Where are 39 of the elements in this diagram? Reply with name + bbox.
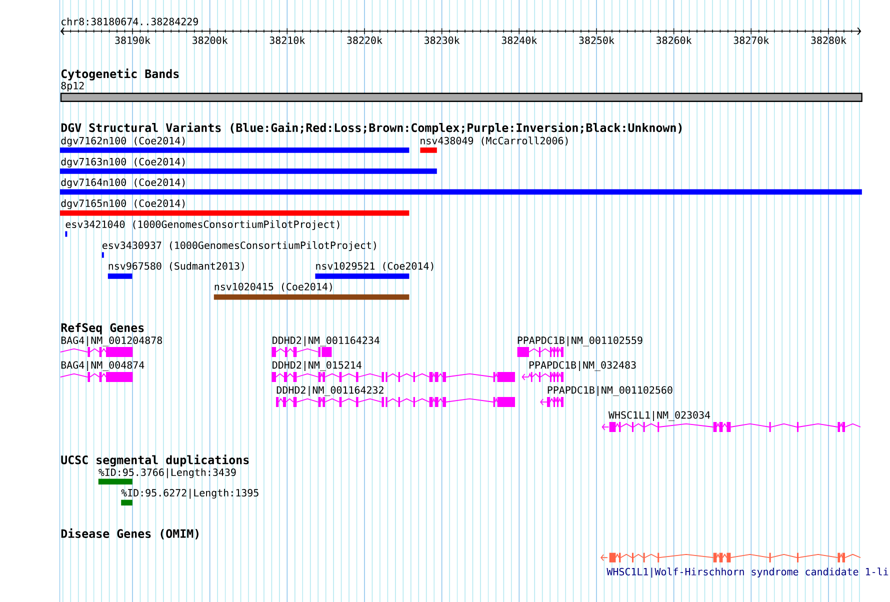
gene-label: PPAPDC1B|NM_001102559 (518, 336, 642, 346)
tick-label: 38280k (811, 36, 846, 44)
variant-label: nsv438049 (McCarroll2006) (420, 136, 568, 146)
coordinate-label: chr8:38180674..38284229 (62, 18, 198, 26)
tick-label: 38240k (502, 36, 537, 44)
tick-label: 38250k (579, 36, 614, 44)
tick-label: 38260k (656, 36, 692, 44)
variant-label: dgv7164n100 (Coe2014) (61, 178, 185, 188)
variant-label: dgv7162n100 (Coe2014) (61, 136, 185, 146)
variant-label: nsv967580 (Sudmant2013) (108, 262, 244, 271)
variant-label: esv3430937 (1000GenomesConsortiumPilotProject) (102, 241, 376, 251)
variant-label: esv3421040 (1000GenomesConsortiumPilotProject) (66, 220, 340, 230)
gene-label: DDHD2|NM_015214 (272, 360, 362, 371)
variant-label: dgv7163n100 (Coe2014) (61, 158, 185, 168)
tick-label: 38220k (347, 36, 382, 44)
variant-label: dgv7165n100 (Coe2014) (61, 199, 185, 210)
gene-label: DDHD2|NM_001164234 (272, 336, 380, 346)
variant-label: nsv1029521 (Coe2014) (316, 262, 434, 271)
track-title: DGV Structural Variants (Blue:Gain;Red:Loss;Brown:Complex;Purple:Inversion;Black:Unknown) (61, 122, 682, 134)
band-label: 8p12 (61, 82, 84, 92)
gene-label: WHSC1L1|NM_023034 (608, 410, 710, 421)
gene-label: BAG4|NM_001204878 (61, 336, 162, 346)
tick-label: 38190k (115, 36, 150, 44)
gene-label: BAG4|NM_004874 (61, 360, 144, 371)
track-title: RefSeq Genes (61, 323, 144, 334)
tick-label: 38200k (192, 36, 228, 44)
duplication-label: %ID:95.3766|Length:3439 (98, 468, 236, 478)
track-title: Cytogenetic Bands (61, 68, 179, 80)
tick-label: 38230k (424, 36, 460, 44)
tick-label: 38210k (270, 36, 306, 44)
gene-label: PPAPDC1B|NM_032483 (529, 360, 636, 371)
gene-label: DDHD2|NM_001164232 (276, 386, 384, 396)
track-title: Disease Genes (OMIM) (61, 528, 198, 540)
track-title: UCSC segmental duplications (61, 454, 249, 467)
gene-label: WHSC1L1|Wolf-Hirschhorn syndrome candidate 1-li (606, 568, 888, 578)
tick-label: 38270k (734, 36, 769, 44)
gene-label: PPAPDC1B|NM_001102560 (548, 386, 672, 396)
duplication-label: %ID:95.6272|Length:1395 (121, 488, 258, 499)
variant-label: nsv1020415 (Coe2014) (214, 282, 332, 292)
